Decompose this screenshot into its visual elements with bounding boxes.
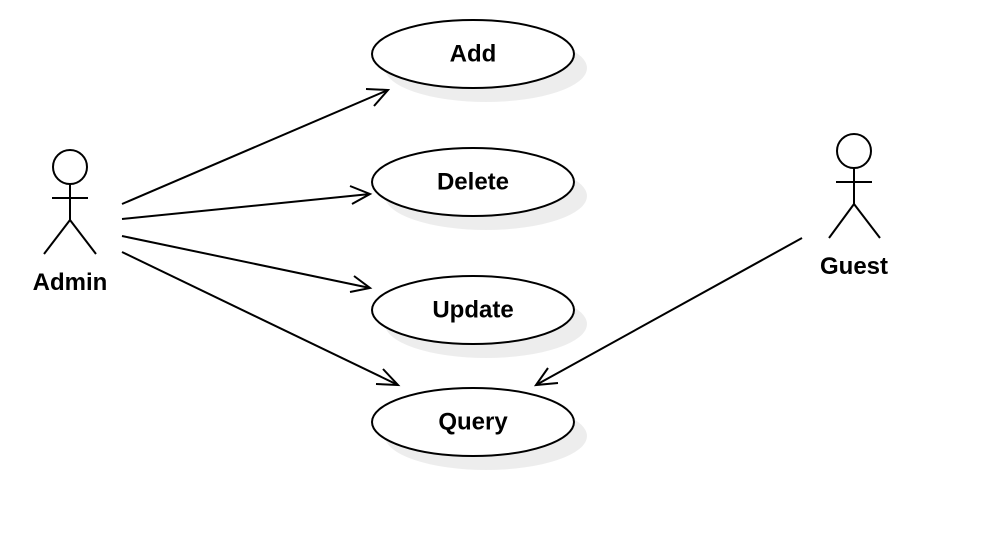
use-case-query-label: Query bbox=[438, 409, 508, 436]
actor-admin-icon bbox=[43, 149, 97, 255]
association-admin-add bbox=[121, 88, 391, 205]
actor-admin[interactable]: Admin bbox=[33, 149, 108, 296]
actor-admin-label: Admin bbox=[33, 269, 108, 296]
association-admin-update bbox=[121, 235, 373, 293]
use-case-query[interactable]: Query bbox=[371, 387, 587, 470]
actor-guest-label: Guest bbox=[820, 253, 888, 280]
use-case-add-ellipse bbox=[371, 19, 575, 89]
association-admin-query bbox=[121, 251, 401, 387]
use-case-update-label: Update bbox=[432, 297, 513, 324]
association-guest-query bbox=[533, 237, 803, 387]
use-case-delete-label: Delete bbox=[437, 169, 509, 196]
use-case-delete-ellipse bbox=[371, 147, 575, 217]
use-case-add-label: Add bbox=[450, 41, 497, 68]
actor-guest[interactable]: Guest bbox=[820, 133, 888, 280]
use-case-update-ellipse bbox=[371, 275, 575, 345]
use-case-add[interactable]: Add bbox=[371, 19, 587, 102]
association-admin-delete bbox=[121, 185, 373, 220]
use-case-query-ellipse bbox=[371, 387, 575, 457]
use-case-update[interactable]: Update bbox=[371, 275, 587, 358]
actor-guest-icon bbox=[828, 133, 881, 239]
use-case-delete[interactable]: Delete bbox=[371, 147, 587, 230]
